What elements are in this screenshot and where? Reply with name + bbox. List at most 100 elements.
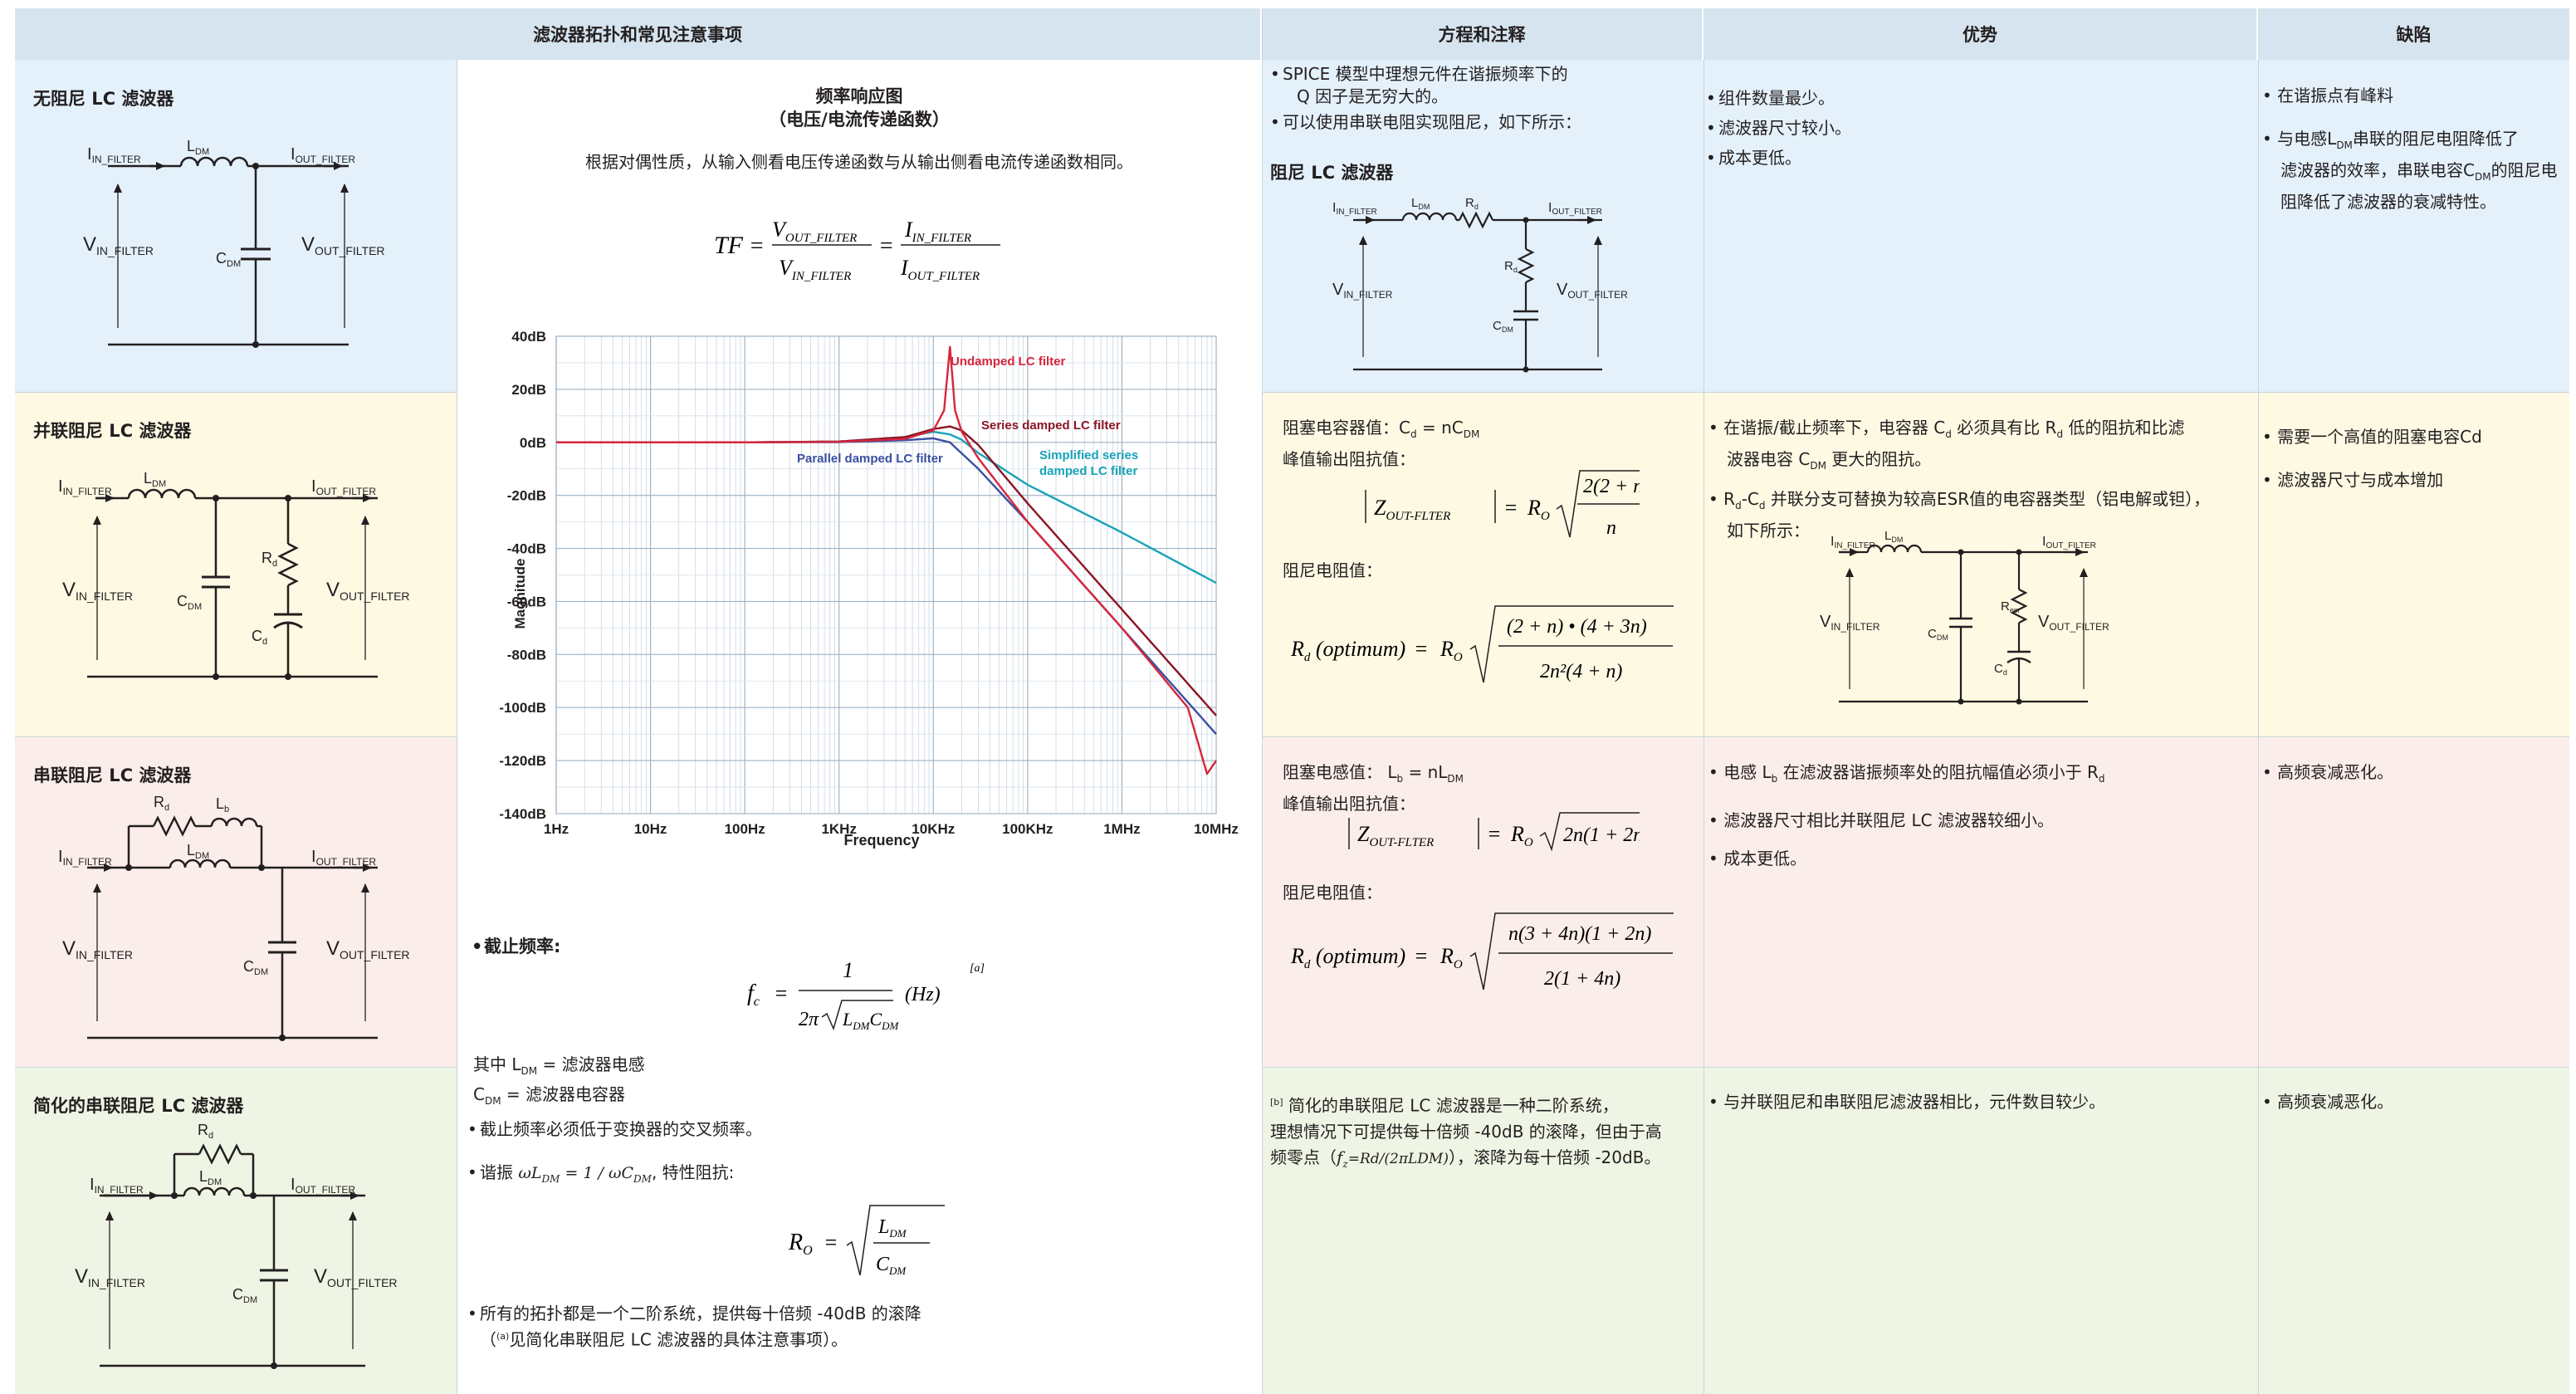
svg-text:(Hz): (Hz) bbox=[905, 984, 941, 1005]
bullet-resonance: 谐振 ωLDM = 1 / ωCDM, 特性阻抗: bbox=[467, 1160, 734, 1191]
svg-text:IOUT_FILTER: IOUT_FILTER bbox=[2042, 535, 2096, 550]
divider bbox=[15, 392, 457, 393]
x-tick-label: 100Hz bbox=[725, 821, 765, 837]
ro-formula: RO = LDM CDM bbox=[788, 1205, 945, 1277]
y-tick-label: -120dB bbox=[499, 753, 546, 769]
y-tick-label: -100dB bbox=[499, 700, 546, 716]
svg-text:Rd: Rd bbox=[154, 794, 169, 813]
row2-peak-impedance-formula: ZOUT-FLTER = RO 2(2 + n) n bbox=[1365, 470, 1640, 539]
simplified-series-damped-circuit: IIN_FILTER IOUT_FILTER Rd LDM CDM VIN_FI… bbox=[75, 1122, 398, 1369]
svg-text:IOUT_FILTER: IOUT_FILTER bbox=[311, 477, 376, 497]
svg-text:IIN_FILTER: IIN_FILTER bbox=[90, 1176, 144, 1196]
row3-equation-text: 阻塞电感值： Lb = nLDM 峰值输出阻抗值： bbox=[1283, 762, 1464, 814]
row1-advantages: 组件数量最少。 滤波器尺寸较小。 成本更低。 bbox=[1706, 83, 1851, 173]
undamped-lc-circuit: IIN_FILTER IOUT_FILTER LDM CDM VIN_FILTE… bbox=[83, 138, 385, 348]
row1-title: 无阻尼 LC 滤波器 bbox=[33, 89, 174, 109]
svg-text:2π: 2π bbox=[799, 1009, 819, 1030]
row1-disadv-bullet2: • 与电感LDM串联的阻尼电阻降低了 滤波器的效率，串联电容CDM的阻尼电 阻降… bbox=[2262, 129, 2558, 212]
y-tick-label: 20dB bbox=[511, 382, 546, 398]
row3-disadvantages: • 高频衰减恶化。 bbox=[2262, 762, 2394, 782]
svg-text:CDM: CDM bbox=[1928, 627, 1948, 642]
row3-topology-cell bbox=[15, 736, 457, 1067]
svg-text:VOUT_FILTER: VOUT_FILTER bbox=[2038, 613, 2109, 633]
annotation-simplified-1: Simplified series bbox=[1039, 448, 1138, 462]
divider bbox=[1262, 736, 2569, 737]
row2-advantages: • 在谐振/截止频率下，电容器 Cd 必须具有比 Rd 低的阻抗和比滤 波器电容… bbox=[1708, 418, 2211, 540]
x-tick-label: 1MHz bbox=[1103, 821, 1140, 837]
svg-text:=: = bbox=[878, 233, 894, 259]
svg-text:IOUT_FILTER: IOUT_FILTER bbox=[291, 1176, 355, 1196]
annotation-undamped: Undamped LC filter bbox=[951, 355, 1066, 369]
svg-text:CDM: CDM bbox=[177, 593, 202, 612]
svg-text:Rd (optimum): Rd (optimum) bbox=[1291, 944, 1405, 971]
svg-text:IIN_FILTER: IIN_FILTER bbox=[58, 848, 112, 868]
svg-text:2n²(4 + n): 2n²(4 + n) bbox=[1540, 661, 1622, 682]
bullet-cutoff-crossover: 截止频率必须低于变换器的交叉频率。 bbox=[467, 1117, 762, 1142]
y-tick-label: -140dB bbox=[499, 806, 546, 822]
x-tick-label: 1Hz bbox=[544, 821, 569, 837]
svg-text:Cd: Cd bbox=[1994, 662, 2007, 677]
annotation-parallel: Parallel damped LC filter bbox=[797, 452, 943, 466]
svg-text:CDM: CDM bbox=[1493, 319, 1513, 334]
row2-damping-label: 阻尼电阻值： bbox=[1283, 560, 1382, 580]
x-tick-label: 100KHz bbox=[1002, 821, 1053, 837]
resistor-rd bbox=[277, 542, 299, 587]
svg-text:IOUT_FILTER: IOUT_FILTER bbox=[311, 848, 376, 868]
series-damped-circuit: IIN_FILTER IOUT_FILTER Rd Lb LDM CDM VIN… bbox=[58, 794, 410, 1041]
svg-text:LDM: LDM bbox=[144, 470, 166, 489]
svg-text:Rd (optimum): Rd (optimum) bbox=[1291, 637, 1405, 664]
svg-text:IOUT_FILTER: IOUT_FILTER bbox=[900, 256, 980, 283]
row4-disadvantages: • 高频衰减恶化。 bbox=[2262, 1092, 2394, 1112]
svg-text:VIN_FILTER: VIN_FILTER bbox=[779, 256, 851, 283]
series-line-undamped-lc-filter bbox=[556, 345, 1217, 775]
header-equations-text: 方程和注释 bbox=[1438, 25, 1526, 45]
esr-damped-circuit: IIN_FILTER IOUT_FILTER LDM CDM Resr Cd V… bbox=[1820, 529, 2109, 705]
svg-text:RO: RO bbox=[1510, 822, 1533, 849]
header-topology: 滤波器拓扑和常见注意事项 bbox=[15, 8, 1262, 60]
svg-text:Rd: Rd bbox=[262, 550, 277, 569]
label-iin: IIN_FILTER bbox=[87, 145, 141, 165]
row4-right-cells bbox=[1262, 1067, 2569, 1394]
y-tick-label: -40dB bbox=[507, 541, 546, 557]
svg-text:VOUT_FILTER: VOUT_FILTER bbox=[772, 218, 857, 245]
svg-text:fc: fc bbox=[747, 981, 760, 1009]
svg-text:=: = bbox=[1487, 822, 1502, 846]
svg-text:CDM: CDM bbox=[243, 958, 268, 977]
svg-text:LDM: LDM bbox=[1411, 196, 1430, 211]
svg-text:VOUT_FILTER: VOUT_FILTER bbox=[326, 579, 410, 603]
svg-text:CDM: CDM bbox=[232, 1286, 257, 1305]
row4-advantages: • 与并联阻尼和串联阻尼滤波器相比，元件数目较少。 bbox=[1708, 1092, 2106, 1112]
svg-text:CDM: CDM bbox=[876, 1254, 907, 1277]
svg-text:RO: RO bbox=[1440, 637, 1463, 664]
tf-formula: TF = VOUT_FILTER VIN_FILTER = IIN_FILTER… bbox=[714, 218, 1000, 283]
row3-damping-formula: Rd (optimum) = RO n(3 + 4n)(1 + 2n) 2(1 … bbox=[1291, 912, 1674, 990]
row4-title: 简化的串联阻尼 LC 滤波器 bbox=[33, 1096, 244, 1116]
x-tick-label: 10Hz bbox=[634, 821, 667, 837]
damped-lc-circuit: IIN_FILTER IOUT_FILTER LDM Rd Rd CDM VIN… bbox=[1332, 196, 1628, 373]
svg-text:1: 1 bbox=[843, 958, 853, 982]
y-tick-label: -20dB bbox=[507, 488, 546, 504]
divider bbox=[15, 736, 457, 737]
parallel-damped-circuit: IIN_FILTER IOUT_FILTER LDM CDM Rd Cd VIN… bbox=[58, 470, 410, 680]
x-tick-label: 10MHz bbox=[1194, 821, 1239, 837]
cutoff-ref: [a] bbox=[970, 962, 985, 975]
y-tick-label: 40dB bbox=[511, 329, 546, 345]
row4-equation-note: [b] 简化的串联阻尼 LC 滤波器是一种二阶系统， 理想情况下可提供每十倍频 … bbox=[1270, 1095, 1662, 1170]
label-cdm: CDM bbox=[216, 250, 241, 269]
svg-text:=: = bbox=[1414, 944, 1429, 968]
svg-text:Rd: Rd bbox=[1504, 259, 1518, 274]
svg-text:IIN_FILTER: IIN_FILTER bbox=[1332, 201, 1377, 217]
label-iout: IOUT_FILTER bbox=[291, 145, 355, 165]
svg-text:IIN_FILTER: IIN_FILTER bbox=[58, 477, 112, 497]
chart-grid bbox=[555, 335, 1217, 814]
divider bbox=[2258, 60, 2259, 1394]
freq-title-line2: （电压/电流传递函数） bbox=[769, 110, 950, 130]
row1-equation-bullet2: 可以使用串联电阻实现阻尼，如下所示： bbox=[1270, 110, 1581, 135]
svg-text:=: = bbox=[1503, 496, 1518, 520]
svg-text:RO: RO bbox=[1527, 496, 1550, 523]
inductor-ldm bbox=[179, 156, 249, 167]
row2-disadvantages: • 需要一个高值的阻塞电容Cd • 滤波器尺寸与成本增加 bbox=[2262, 427, 2482, 490]
row1-disadv-bullet1: • 在谐振点有峰料 bbox=[2262, 86, 2394, 105]
